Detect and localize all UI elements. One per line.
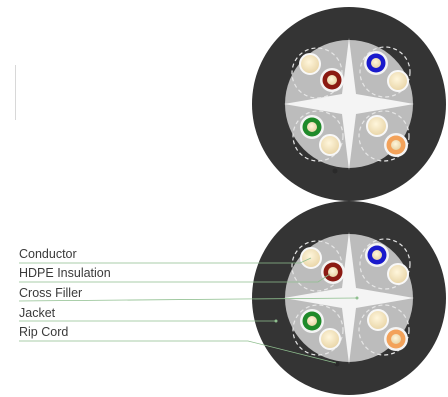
pair-brown-top xyxy=(291,47,344,99)
label-cross-filler: Cross Filler xyxy=(19,286,83,300)
pair-green-top xyxy=(292,110,344,162)
pair-blue-top xyxy=(359,46,411,98)
label-conductor: Conductor xyxy=(19,247,77,261)
pair-orange-bottom xyxy=(358,304,410,356)
leader-line-conductor xyxy=(19,257,312,264)
cross-filler-top xyxy=(284,38,414,170)
leader-line-cross-filler xyxy=(18,297,358,302)
pair-green-bottom xyxy=(292,304,344,356)
pair-blue-bottom xyxy=(359,238,411,290)
cable-top xyxy=(252,7,446,201)
rip-cord-bottom xyxy=(334,361,340,367)
leader-lines xyxy=(18,257,358,364)
leader-line-insulation xyxy=(19,273,331,283)
leader-line-rip-cord xyxy=(19,340,337,364)
leader-dot-jacket xyxy=(274,319,278,323)
pair-orange-top xyxy=(358,110,410,162)
label-rip-cord: Rip Cord xyxy=(19,325,69,339)
label-jacket: Jacket xyxy=(19,306,56,320)
decorative-divider xyxy=(15,65,16,120)
leader-dot-cross-filler xyxy=(355,296,359,300)
label-hdpe-insulation: HDPE Insulation xyxy=(19,266,111,280)
rip-cord-top xyxy=(332,168,338,174)
